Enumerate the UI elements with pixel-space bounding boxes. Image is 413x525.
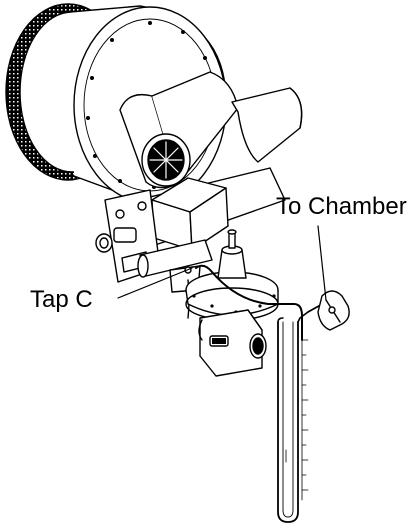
valve-body [198, 309, 267, 377]
sensing-tube [195, 264, 303, 341]
manometer-scale [301, 329, 309, 501]
motor [119, 71, 303, 189]
tap-c-leader [117, 267, 193, 299]
chamber-fitting [307, 290, 350, 331]
to-chamber-label: To Chamber [276, 193, 407, 220]
control-box [151, 177, 229, 251]
tap-c-label: Tap C [30, 286, 93, 313]
u-tube-manometer [277, 311, 309, 523]
to-chamber-leader [317, 225, 327, 301]
